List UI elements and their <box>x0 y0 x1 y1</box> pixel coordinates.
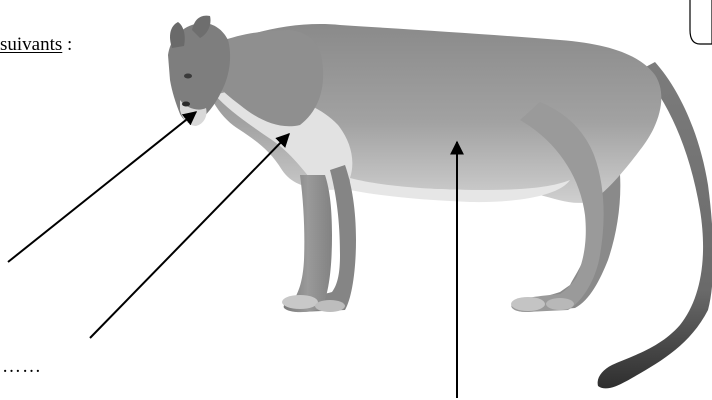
cougar-nose <box>182 102 190 107</box>
cougar-hind-paw-left <box>511 297 545 311</box>
instruction-word: suivants <box>0 34 62 55</box>
cougar-ear-left <box>170 22 185 48</box>
cougar-front-paw-left <box>282 295 318 309</box>
arrow-to-muzzle <box>8 112 196 262</box>
instruction-colon: : <box>62 34 72 55</box>
cougar-eye <box>184 74 192 79</box>
cougar-front-paw-right <box>315 300 345 312</box>
arrow-to-chest <box>90 134 289 338</box>
cougar-hind-paw-right <box>546 298 574 310</box>
answer-dots: …… <box>2 356 42 378</box>
cougar-front-leg-front <box>284 175 332 312</box>
corner-frame <box>690 0 712 44</box>
instruction-text: suivants : <box>0 34 72 56</box>
